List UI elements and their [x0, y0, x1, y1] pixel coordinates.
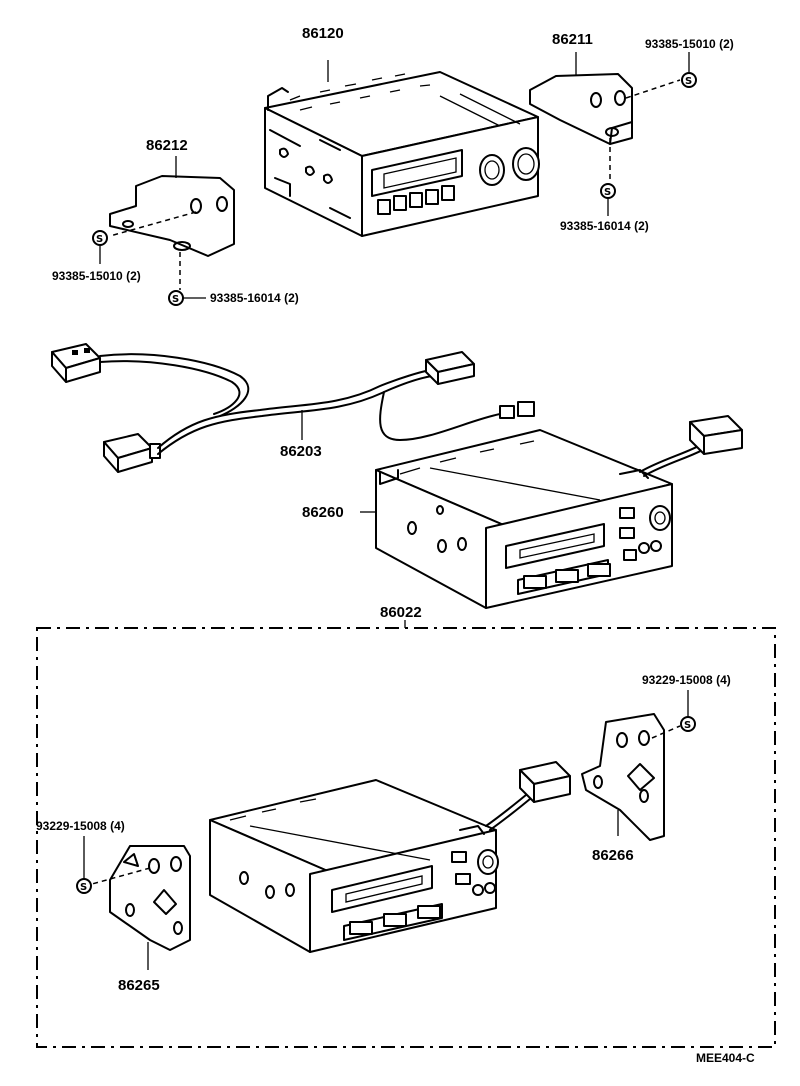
label-86212: 86212 [146, 137, 188, 154]
radio-86120 [264, 60, 540, 237]
tape-player-86022 [209, 761, 571, 953]
assembly-86022-frame [36, 627, 776, 1048]
svg-text:S: S [96, 234, 103, 245]
screw-86211-side [681, 72, 697, 88]
diagram-code: MEE404-C [696, 1051, 755, 1065]
label-86203: 86203 [280, 443, 322, 460]
label-86266: 86266 [592, 847, 634, 864]
svg-text:S: S [604, 187, 611, 198]
wire-harness-86203 [51, 343, 535, 473]
label-93229-15008-b: 93229-15008 (4) [36, 819, 125, 833]
svg-text:S: S [684, 720, 691, 731]
svg-text:S: S [172, 294, 179, 305]
bracket-86212 [109, 156, 235, 257]
label-93385-15010-a: 93385-15010 (2) [645, 37, 734, 51]
svg-text:S: S [685, 76, 692, 87]
label-93385-16014-a: 93385-16014 (2) [560, 219, 649, 233]
label-86120: 86120 [302, 25, 344, 42]
label-86265: 86265 [118, 977, 160, 994]
label-86211: 86211 [552, 31, 593, 48]
label-93229-15008-a: 93229-15008 (4) [642, 673, 731, 687]
label-93385-15010-b: 93385-15010 (2) [52, 269, 141, 283]
label-86022: 86022 [380, 604, 422, 621]
bracket-86265 [109, 845, 191, 970]
bracket-86266 [581, 713, 665, 841]
label-86260: 86260 [302, 504, 344, 521]
bracket-86211 [529, 52, 633, 145]
svg-text:S: S [80, 882, 87, 893]
label-93385-16014-b: 93385-16014 (2) [210, 291, 299, 305]
tape-player-86260 [360, 415, 743, 609]
